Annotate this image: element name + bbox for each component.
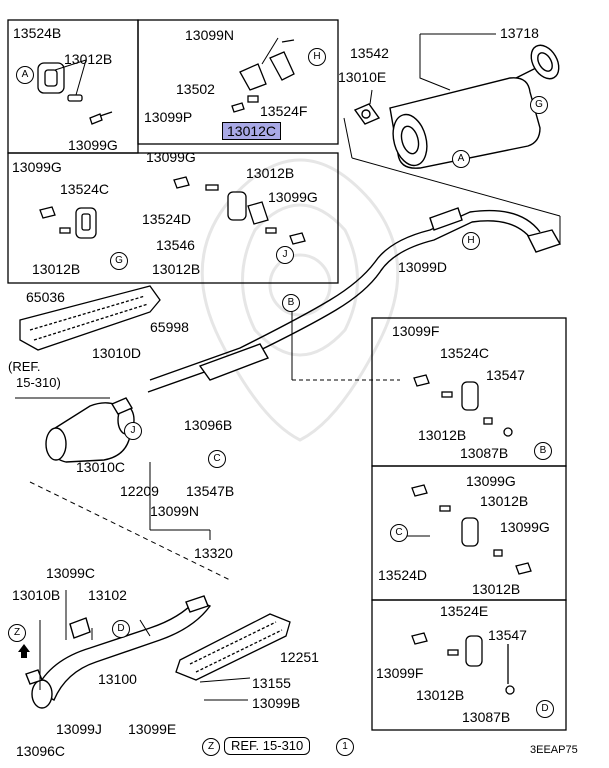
part-label-13502: 13502 (176, 81, 215, 97)
hanger-g-drawing (39, 176, 306, 245)
part-label-13155: 13155 (252, 675, 291, 691)
part-label-13010B: 13010B (12, 587, 61, 603)
part-label-13099G: 13099G (146, 149, 196, 165)
part-label-13100: 13100 (98, 671, 137, 687)
part-label-13010C: 13010C (76, 459, 126, 475)
marker-c: C (208, 450, 226, 468)
part-label-13099N: 13099N (185, 27, 235, 43)
part-label-13320: 13320 (194, 545, 233, 561)
catalytic-converter-drawing (45, 397, 135, 463)
part-label-13012B: 13012B (472, 581, 521, 597)
marker-h: H (308, 48, 326, 66)
marker-b: B (534, 442, 552, 460)
marker-d: D (112, 620, 130, 638)
part-label-13096C: 13096C (16, 743, 66, 759)
part-label-13524D: 13524D (378, 567, 428, 583)
part-label-13012B: 13012B (418, 427, 467, 443)
marker-a: A (16, 66, 34, 84)
part-label-13546: 13546 (156, 237, 195, 253)
hanger-h-drawing (231, 37, 295, 113)
marker-g: G (530, 96, 548, 114)
marker-j: J (276, 246, 294, 264)
part-label-13524B: 13524B (13, 25, 62, 41)
part-label-13096B: 13096B (184, 417, 233, 433)
part-label-13099D: 13099D (398, 259, 448, 275)
marker-c: C (390, 524, 408, 542)
part-label-13010D: 13010D (92, 345, 142, 361)
marker-h: H (462, 232, 480, 250)
part-label-13099J: 13099J (56, 721, 102, 737)
part-label-13099G: 13099G (268, 189, 318, 205)
marker-z: Z (8, 624, 26, 642)
marker-b: B (282, 294, 300, 312)
part-label-13524C: 13524C (440, 345, 490, 361)
part-label-13099C: 13099C (46, 565, 96, 581)
diagram-code: 3EEAP75 (530, 744, 578, 756)
part-label-13099F: 13099F (376, 665, 424, 681)
part-label-13524D: 13524D (142, 211, 192, 227)
part-label-13012B: 13012B (152, 261, 201, 277)
part-label-13524E: 13524E (440, 603, 489, 619)
part-label-65998: 65998 (150, 319, 189, 335)
marker-j: J (124, 422, 142, 440)
part-label-13547: 13547 (486, 367, 525, 383)
part-label-13524F: 13524F (260, 103, 308, 119)
part-label-13099G: 13099G (68, 137, 118, 153)
part-label-13012B: 13012B (64, 51, 113, 67)
leader-lines (15, 33, 561, 701)
part-label-13012B: 13012B (480, 493, 529, 509)
direction-arrow-icon (18, 644, 30, 658)
center-pipe-drawing (147, 207, 562, 393)
part-label-13099E: 13099E (128, 721, 177, 737)
part-label-13099N: 13099N (150, 503, 200, 519)
part-label-12209: 12209 (120, 483, 159, 499)
part-label-13099G: 13099G (500, 519, 550, 535)
part-label-13099B: 13099B (252, 695, 301, 711)
part-label-13099G: 13099G (466, 473, 516, 489)
part-label-13087B: 13087B (462, 709, 511, 725)
hanger-c-drawing (411, 484, 532, 575)
hanger-d-drawing (411, 632, 515, 695)
heat-protector-65036-drawing (19, 285, 161, 351)
marker-d: D (536, 700, 554, 718)
marker-z: Z (202, 738, 220, 756)
hanger-a-drawing (37, 59, 113, 125)
ref-15-310-label: REF. 15-310 (231, 738, 304, 753)
part-label-13524C: 13524C (60, 181, 110, 197)
ref-note-line1: (REF. (8, 359, 41, 374)
marker-a: A (452, 150, 470, 168)
ref-note-line2: 15-310) (16, 375, 61, 390)
part-label-13718: 13718 (500, 25, 539, 41)
hanger-b-drawing (413, 374, 513, 437)
part-label-13542: 13542 (350, 45, 389, 61)
front-pipe-drawing (25, 595, 212, 709)
part-label-13010E: 13010E (338, 69, 387, 85)
part-label-13012B: 13012B (416, 687, 465, 703)
part-label-13012C-highlighted[interactable]: 13012C (222, 122, 282, 140)
part-label-13087B: 13087B (460, 445, 509, 461)
part-label-13547: 13547 (488, 627, 527, 643)
part-label-13012B: 13012B (32, 261, 81, 277)
part-label-13102: 13102 (88, 587, 127, 603)
main-muffler-drawing (353, 44, 560, 169)
part-label-13099F: 13099F (392, 323, 440, 339)
marker-g: G (110, 252, 128, 270)
part-label-13099P: 13099P (144, 109, 193, 125)
inset-box-frames (7, 19, 567, 731)
part-label-13547B: 13547B (186, 483, 235, 499)
part-label-13099G: 13099G (12, 159, 62, 175)
part-label-12251: 12251 (280, 649, 319, 665)
heat-protector-12251-drawing (175, 613, 291, 681)
watermark-emblem (200, 158, 400, 442)
marker-1: 1 (336, 738, 354, 756)
part-label-13012B: 13012B (246, 165, 295, 181)
ref-15-310-box[interactable]: REF. 15-310 (224, 737, 311, 755)
part-label-65036: 65036 (26, 289, 65, 305)
